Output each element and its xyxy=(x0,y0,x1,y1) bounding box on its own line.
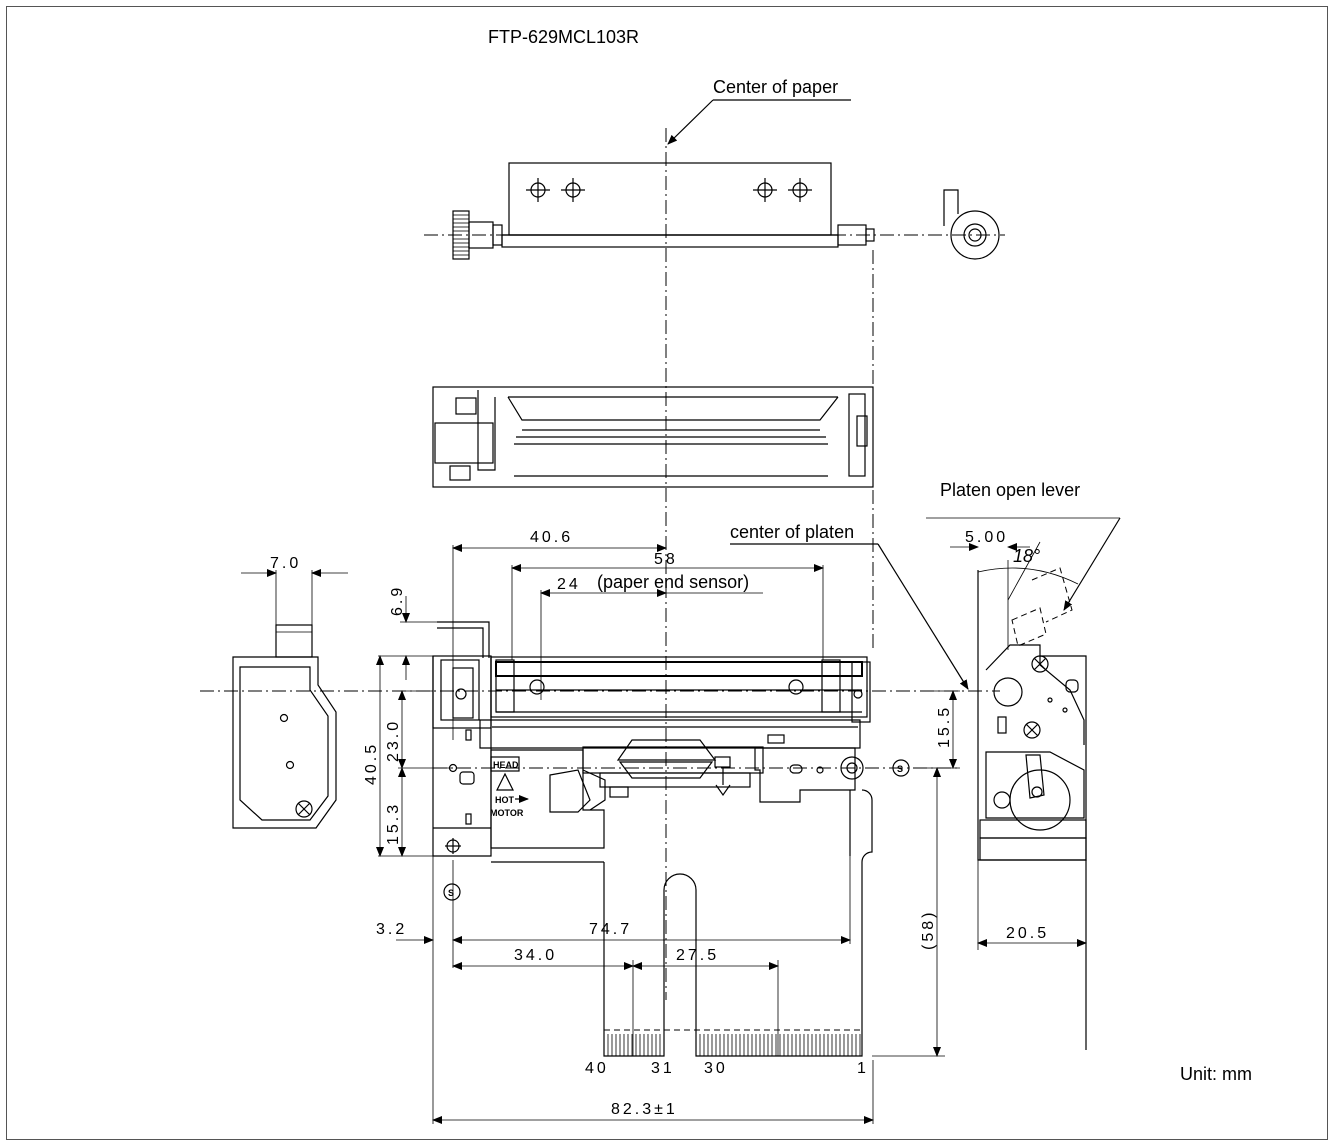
dim-20-5: 20.5 xyxy=(1006,925,1049,942)
dim-15-5: 15.5 xyxy=(936,705,953,748)
right-side-view xyxy=(977,541,1087,1050)
main-plan-view: HEAD HOT MOTOR S S xyxy=(432,621,960,1057)
dim-7-0: 7.0 xyxy=(270,555,301,572)
dim-18-deg: 18° xyxy=(1013,546,1040,566)
pin-31: 31 xyxy=(651,1060,675,1077)
unit-label: Unit: mm xyxy=(1180,1064,1252,1084)
s-mark-right: S xyxy=(897,764,903,774)
platen-open-lever-label: Platen open lever xyxy=(940,480,1080,500)
dim-24: 24 xyxy=(557,576,581,593)
platen-open-lever-leader xyxy=(1063,517,1121,611)
pin-30: 30 xyxy=(704,1060,728,1077)
pin-40: 40 xyxy=(585,1060,609,1077)
hot-label: HOT xyxy=(495,795,515,805)
center-of-platen-label: center of platen xyxy=(730,522,854,542)
dim-27-5: 27.5 xyxy=(676,947,719,964)
motor-label: MOTOR xyxy=(490,808,524,818)
dim-40-5: 40.5 xyxy=(363,742,380,785)
top-view-platen xyxy=(424,162,1005,260)
dim-6-9: 6.9 xyxy=(389,585,406,616)
dim-40-6: 40.6 xyxy=(530,529,573,546)
dim-15-3: 15.3 xyxy=(385,802,402,845)
dim-82-3: 82.3±1 xyxy=(611,1101,678,1118)
dim-58: 58 xyxy=(654,551,678,568)
dim-3-2: 3.2 xyxy=(376,921,407,938)
center-of-platen-leader xyxy=(877,543,969,690)
dim-74-7: 74.7 xyxy=(589,921,632,938)
paper-end-sensor-label: (paper end sensor) xyxy=(597,572,749,592)
pin-1: 1 xyxy=(857,1060,869,1077)
dim-23-0: 23.0 xyxy=(385,719,402,762)
center-of-paper-label: Center of paper xyxy=(713,77,838,97)
dim-5-00: 5.00 xyxy=(965,529,1008,546)
drawing-title: FTP-629MCL103R xyxy=(488,27,639,47)
dim-58-paren: (58) xyxy=(920,910,937,950)
dim-34-0: 34.0 xyxy=(514,947,557,964)
s-mark-left: S xyxy=(448,888,454,898)
center-of-paper-leader xyxy=(667,99,714,145)
front-view-mechanism xyxy=(432,386,874,488)
drawing-frame xyxy=(6,6,1328,1140)
head-label: HEAD xyxy=(493,760,519,770)
